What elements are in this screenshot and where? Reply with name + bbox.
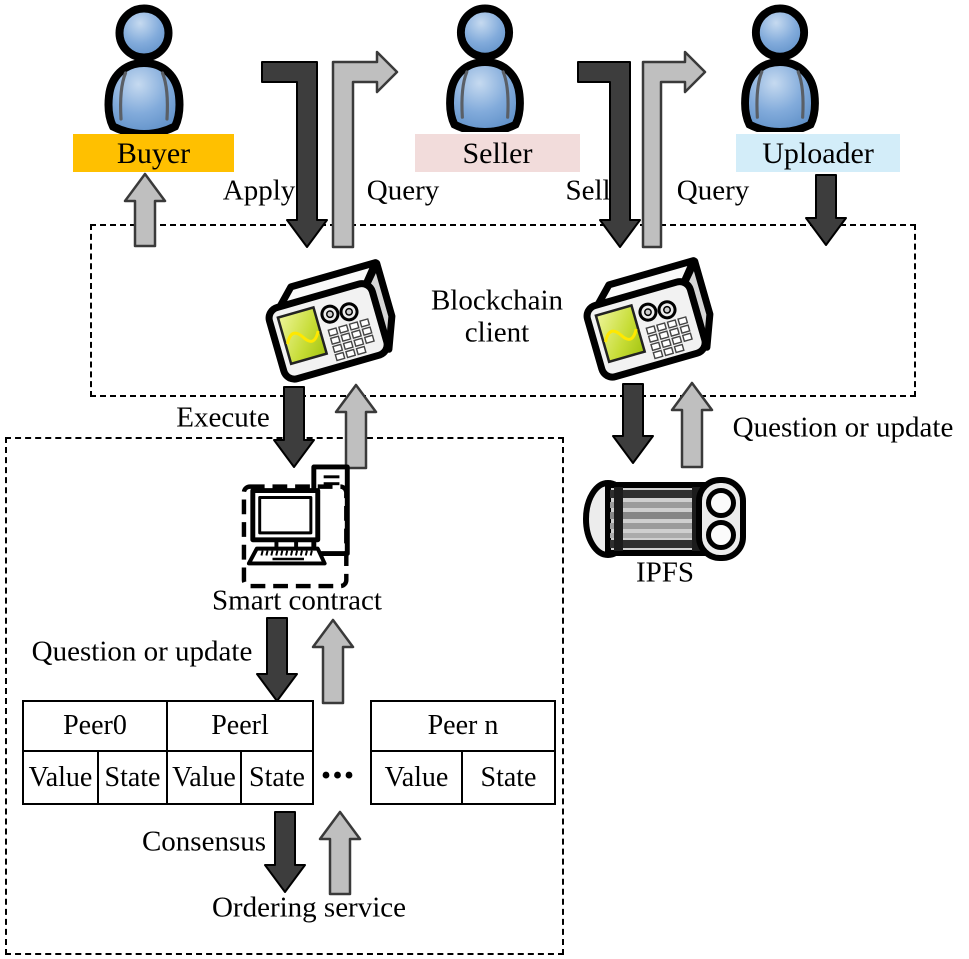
blockchain-client-label: Blockchain client	[430, 284, 564, 349]
arrow-query-up-to-uploader	[641, 50, 707, 249]
arrow-apply-down	[261, 61, 328, 248]
uploader-label: Uploader	[736, 134, 900, 172]
arrow-ordering-return-up	[318, 810, 362, 896]
peer-cell: Value	[24, 750, 99, 803]
ipfs-storage-icon	[583, 477, 746, 561]
smart-contract-computer-icon	[241, 464, 350, 589]
query-seller-label: Query	[676, 174, 750, 207]
peer-header: Peerl	[211, 710, 269, 741]
arrow-client-to-ipfs-down	[612, 383, 654, 464]
arrow-ipfs-to-client-up	[670, 381, 714, 469]
seller-label: Seller	[415, 134, 580, 172]
arrow-consensus-down	[264, 811, 306, 893]
arrow-up-to-buyer	[123, 172, 167, 248]
peer-cell: Value	[168, 750, 242, 803]
query-buyer-label: Query	[366, 174, 440, 207]
uploader-person-icon	[730, 2, 830, 132]
buyer-person-icon	[92, 2, 196, 134]
arrow-execute-down	[273, 386, 315, 468]
peer-table-left: Peer0 Peerl Value State Value State	[22, 700, 314, 805]
execute-label: Execute	[176, 401, 270, 434]
apply-label: Apply	[222, 174, 296, 207]
question-or-update-ipfs-label: Question or update	[732, 411, 954, 444]
question-or-update-peers-label: Question or update	[31, 635, 253, 668]
blockchain-client-right-icon	[576, 242, 716, 394]
peer-cell: State	[99, 750, 168, 803]
peer-header: Peer0	[24, 702, 168, 750]
arrow-contract-to-peers-down	[256, 617, 298, 702]
ordering-service-label: Ordering service	[211, 891, 407, 924]
sell-label: Sell	[565, 174, 611, 207]
buyer-label: Buyer	[73, 134, 234, 172]
peer-cell: State	[463, 750, 554, 803]
seller-person-icon	[435, 2, 535, 132]
smart-contract-label: Smart contract	[212, 584, 382, 617]
arrow-execute-return-up	[334, 383, 378, 470]
blockchain-client-left-icon	[258, 244, 398, 396]
arrow-query-up-to-seller	[331, 50, 399, 249]
peers-ellipsis: ...	[320, 742, 356, 788]
arrow-sell-down	[577, 61, 641, 248]
peer-cell: Value	[372, 750, 463, 803]
arrow-uploader-down	[805, 174, 847, 246]
peer-header: Peer n	[427, 710, 499, 741]
peer-cell: State	[242, 750, 312, 803]
consensus-label: Consensus	[141, 825, 267, 858]
blockchain-network-box	[90, 224, 916, 397]
ipfs-label: IPFS	[635, 556, 695, 589]
arrow-peers-to-contract-up	[311, 618, 355, 705]
peer-table-right: Peer n Value State	[370, 700, 556, 805]
